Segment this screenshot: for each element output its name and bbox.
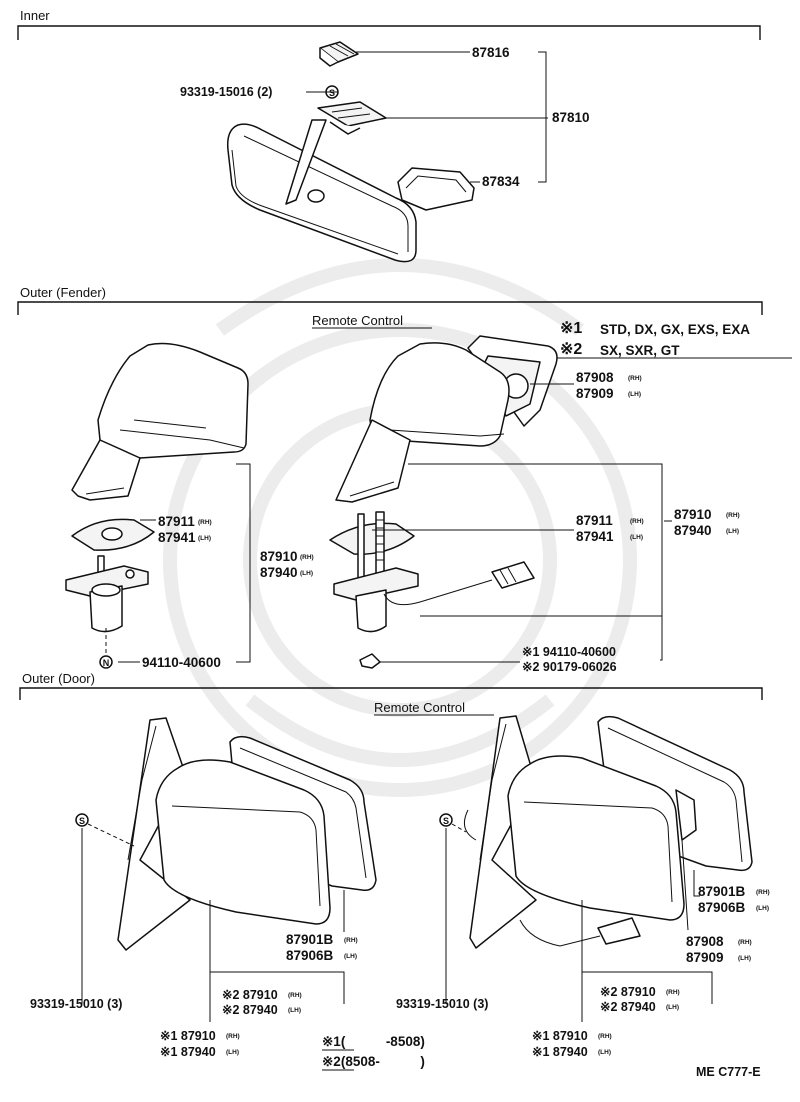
side-lh: (LH): [288, 1007, 301, 1014]
date-note-2: ※2(8508- ): [322, 1054, 425, 1069]
side-lh: (LH): [726, 528, 739, 535]
part-87834: 87834: [482, 174, 520, 189]
part-87941-left: 87941: [158, 530, 196, 545]
part-1-87910-right: ※1 87910: [532, 1029, 588, 1043]
part-87810: 87810: [552, 110, 590, 125]
part-87911-left: 87911: [158, 514, 195, 529]
part-87816: 87816: [472, 45, 510, 60]
part-87909: 87909: [576, 386, 614, 401]
remote-control-label-door: Remote Control: [374, 700, 465, 715]
part-93319-15010-left: 93319-15010 (3): [30, 997, 122, 1011]
note-2-mark: ※2: [560, 341, 582, 358]
door-leader-lines: [81, 828, 713, 1022]
side-rh: (RH): [726, 512, 740, 519]
circle-mark-s: S: [443, 816, 449, 826]
circle-mark-n: N: [103, 658, 110, 668]
part-87906b-right: 87906B: [698, 900, 746, 915]
note-1-text: STD, DX, GX, EXS, EXA: [600, 322, 750, 337]
side-lh: (LH): [226, 1049, 239, 1056]
part-87908-door: 87908: [686, 934, 724, 949]
side-rh: (RH): [666, 989, 680, 996]
part-87940-right: 87940: [674, 523, 712, 538]
inner-leader-lines: [306, 51, 548, 183]
side-rh: (RH): [300, 554, 314, 561]
part-87910-left: 87910: [260, 549, 298, 564]
part-87906b-left: 87906B: [286, 948, 334, 963]
side-lh: (LH): [598, 1049, 611, 1056]
diagram-code: ME C777-E: [696, 1065, 761, 1079]
part-93319-15010-right: 93319-15010 (3): [396, 997, 488, 1011]
side-lh: (LH): [344, 953, 357, 960]
fender-mirror-right-drawing: [329, 335, 558, 669]
side-lh: (LH): [198, 535, 211, 542]
part-1-87940-right: ※1 87940: [532, 1045, 588, 1059]
part-94110-40600-right: ※1 94110-40600: [522, 645, 616, 659]
part-87940-left: 87940: [260, 565, 298, 580]
part-93319-15016: 93319-15016 (2): [180, 85, 272, 99]
note-1-mark: ※1: [560, 320, 582, 337]
door-mirror-left-drawing: S: [75, 717, 377, 951]
door-mirror-right-drawing: S: [439, 715, 753, 949]
section-title-outer-door: Outer (Door): [22, 671, 95, 686]
part-2-87940-left: ※2 87940: [222, 1003, 278, 1017]
note-2-text: SX, SXR, GT: [600, 343, 680, 358]
part-1-87910-left: ※1 87910: [160, 1029, 216, 1043]
side-rh: (RH): [630, 518, 644, 525]
part-2-87940-right: ※2 87940: [600, 1000, 656, 1014]
part-87908: 87908: [576, 370, 614, 385]
section-title-outer-fender: Outer (Fender): [20, 285, 106, 300]
side-lh: (LH): [666, 1004, 679, 1011]
part-94110-40600-left: 94110-40600: [142, 655, 221, 670]
side-rh: (RH): [288, 992, 302, 999]
side-lh: (LH): [630, 534, 643, 541]
part-87909-door: 87909: [686, 950, 724, 965]
inner-mirror-drawing: S: [226, 41, 475, 263]
remote-control-label-fender: Remote Control: [312, 313, 403, 328]
circle-mark-s: S: [329, 88, 335, 98]
part-87911-right: 87911: [576, 513, 613, 528]
section-brackets: [17, 25, 763, 700]
fender-mirror-left-drawing: N: [65, 342, 249, 669]
side-lh: (LH): [300, 570, 313, 577]
side-lh: (LH): [756, 905, 769, 912]
part-90179-06026: ※2 90179-06026: [522, 660, 617, 674]
section-title-inner: Inner: [20, 8, 50, 23]
date-note-1: ※1( -8508): [322, 1034, 425, 1049]
side-rh: (RH): [738, 939, 752, 946]
part-2-87910-right: ※2 87910: [600, 985, 656, 999]
fender-leader-lines: [118, 383, 672, 663]
side-rh: (RH): [598, 1033, 612, 1040]
part-87910-right: 87910: [674, 507, 712, 522]
side-lh: (LH): [738, 955, 751, 962]
part-87901b-right: 87901B: [698, 884, 746, 899]
side-rh: (RH): [628, 375, 642, 382]
side-lh: (LH): [628, 391, 641, 398]
circle-mark-s: S: [79, 816, 85, 826]
side-rh: (RH): [226, 1033, 240, 1040]
part-2-87910-left: ※2 87910: [222, 988, 278, 1002]
side-rh: (RH): [344, 937, 358, 944]
part-87901b-left: 87901B: [286, 932, 334, 947]
side-rh: (RH): [756, 889, 770, 896]
part-87941-right: 87941: [576, 529, 614, 544]
part-1-87940-left: ※1 87940: [160, 1045, 216, 1059]
side-rh: (RH): [198, 519, 212, 526]
